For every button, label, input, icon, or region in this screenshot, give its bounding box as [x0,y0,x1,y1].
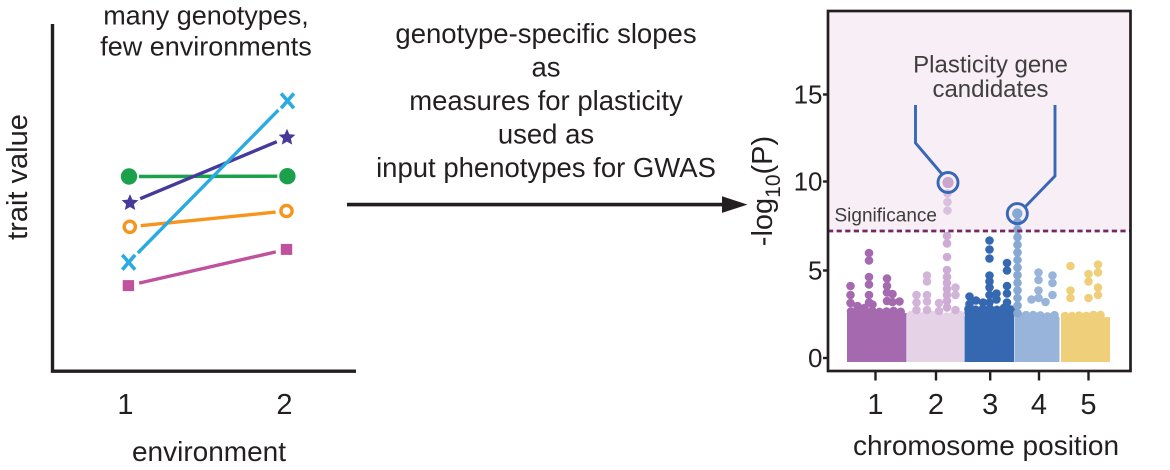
svg-text:chromosome position: chromosome position [853,430,1119,461]
svg-text:5: 5 [1080,389,1096,421]
svg-text:5: 5 [808,256,822,286]
svg-text:candidates: candidates [932,76,1048,103]
svg-text:input phenotypes for GWAS: input phenotypes for GWAS [376,152,716,183]
svg-text:environment: environment [132,436,286,467]
svg-text:many genotypes,: many genotypes, [103,1,309,31]
svg-text:used as: used as [498,119,594,150]
svg-text:measures for plasticity: measures for plasticity [409,85,683,116]
svg-text:10: 10 [794,167,823,197]
svg-text:trait value: trait value [2,114,34,240]
svg-text:Significance: Significance [835,206,937,227]
svg-text:2: 2 [928,389,944,421]
svg-text:4: 4 [1031,389,1047,421]
svg-text:genotype-specific slopes: genotype-specific slopes [395,18,696,49]
svg-text:1: 1 [117,389,133,421]
svg-text:15: 15 [794,80,823,110]
svg-text:2: 2 [276,389,292,421]
svg-text:as: as [531,52,560,83]
svg-text:1: 1 [867,389,883,421]
svg-text:few environments: few environments [100,32,312,62]
svg-text:0: 0 [808,343,822,373]
svg-text:Plasticity gene: Plasticity gene [913,52,1068,79]
svg-text:3: 3 [982,389,998,421]
